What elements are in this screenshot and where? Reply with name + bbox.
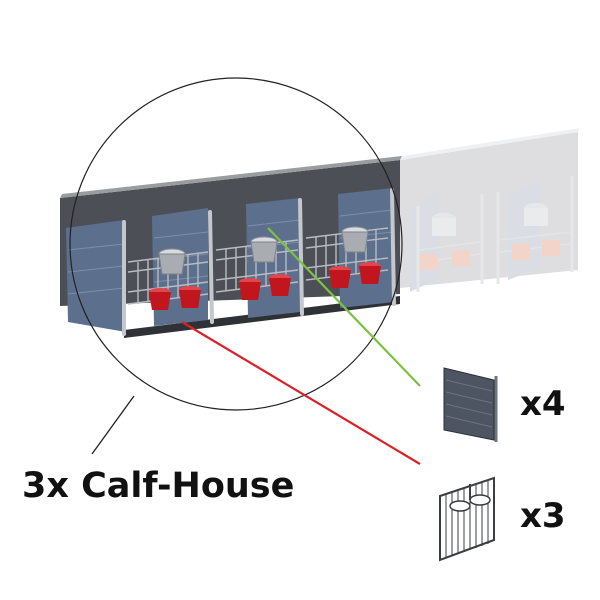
calf-house-title: 3x Calf-House: [22, 466, 295, 506]
red-bucket-group: [149, 262, 381, 310]
front-gate-quantity: x3: [520, 496, 566, 536]
faded-calf-house-row: [400, 128, 580, 292]
side-panel-callout-line: [267, 227, 421, 387]
side-panel-icon: [443, 367, 498, 442]
front-gate-callout-line: [181, 321, 421, 465]
magnifier-circle: [69, 77, 403, 411]
front-gate-icon: [439, 476, 495, 562]
steel-bucket-group: [158, 226, 369, 275]
calf-house-row: [60, 156, 402, 338]
side-panel-quantity: x4: [520, 384, 566, 424]
main-label-pointer-line: [91, 395, 135, 455]
